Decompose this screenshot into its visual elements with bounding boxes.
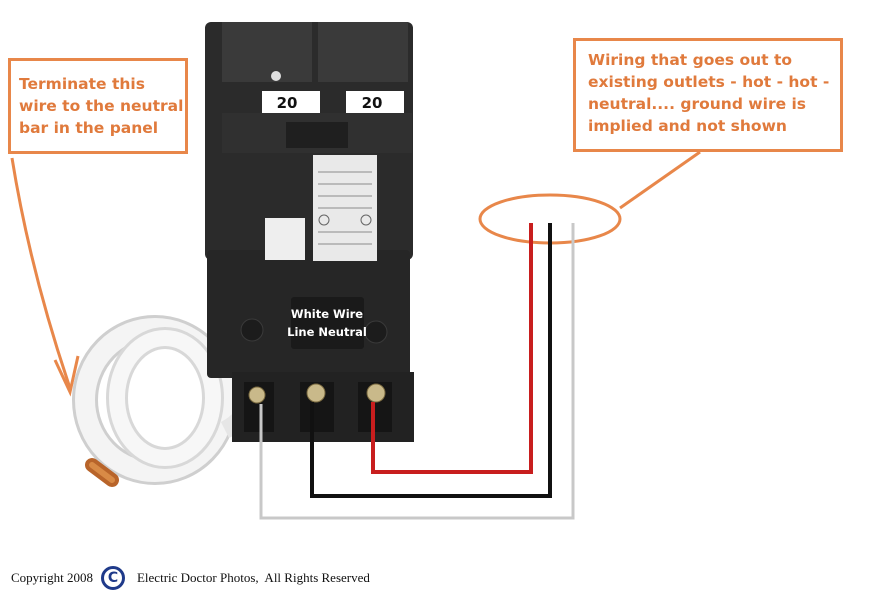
rating-right: 20 xyxy=(362,94,383,112)
callout-line: bar in the panel xyxy=(19,119,159,137)
callout-line: Wiring that goes out to xyxy=(588,51,793,69)
gfci-breaker xyxy=(205,22,414,442)
terminal-screw-load-neutral xyxy=(306,383,326,403)
terminal-screw-neutral xyxy=(248,386,266,404)
callout-line: neutral.... ground wire is xyxy=(588,95,807,113)
callout-line: Terminate this xyxy=(19,75,145,93)
red-hot-wire xyxy=(371,223,533,474)
white-wire-label-line1: White Wire xyxy=(291,307,363,321)
callout-line: implied and not shown xyxy=(588,117,787,135)
terminal-screw-load-hot xyxy=(366,383,386,403)
right-callout-pointer xyxy=(478,150,701,245)
copyright-icon: C xyxy=(100,566,125,590)
neutral-wire xyxy=(259,223,575,520)
neutral-termination-callout: Terminate this wire to the neutral bar i… xyxy=(8,58,188,154)
test-button xyxy=(265,218,305,260)
callout-line: wire to the neutral xyxy=(19,97,184,115)
rating-label-right xyxy=(346,91,404,113)
rating-label-left xyxy=(262,91,320,113)
black-hot-wire xyxy=(310,223,552,498)
rating-left: 20 xyxy=(277,94,298,112)
white-wire-label xyxy=(291,297,364,349)
rights-text: Electric Doctor Photos, All Rights Reser… xyxy=(136,570,370,585)
outlet-wiring-callout: Wiring that goes out to existing outlets… xyxy=(573,38,843,152)
callout-line: existing outlets - hot - hot - xyxy=(588,73,830,91)
copyright-text: Copyright 2008 xyxy=(11,570,93,585)
footer: Copyright 2008 C Electric Doctor Photos,… xyxy=(11,563,370,593)
left-arrow xyxy=(10,157,80,397)
white-wire-label-line2: Line Neutral xyxy=(287,325,367,339)
